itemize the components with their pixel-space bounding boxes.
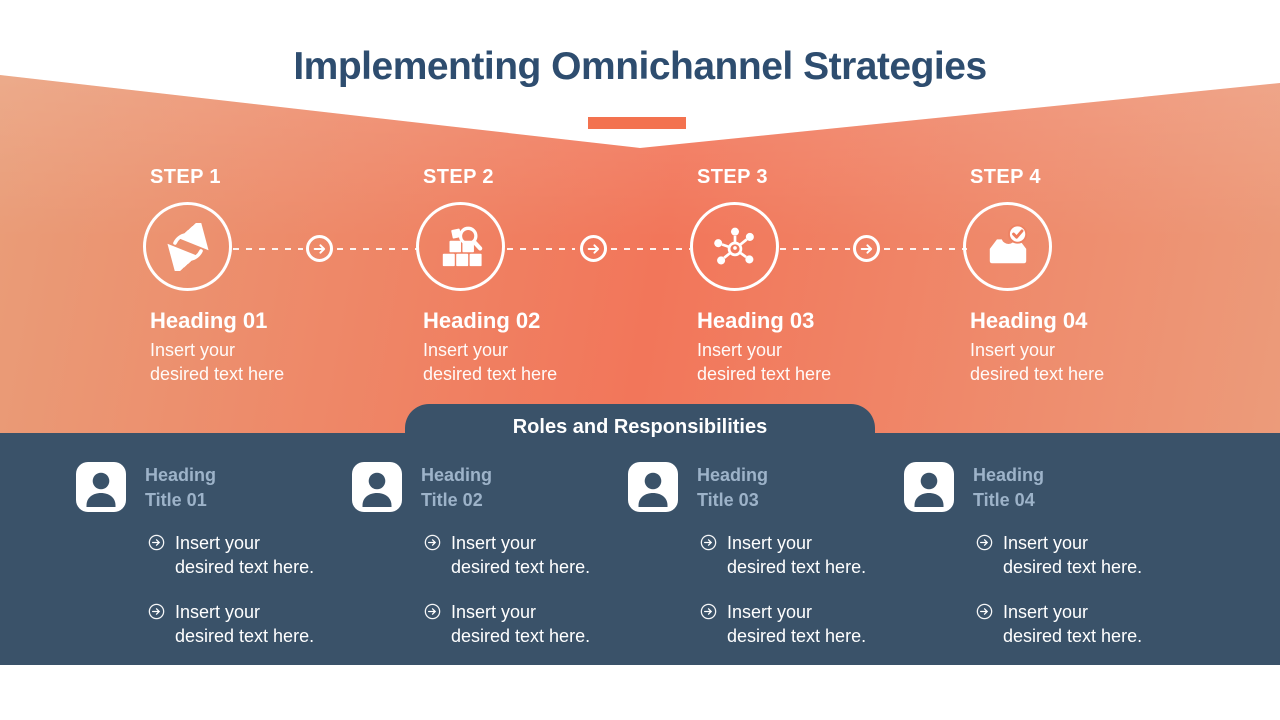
role-heading: Heading Title 03 — [697, 465, 769, 510]
connector-dash — [233, 248, 303, 251]
list-item: Insert your desired text here. — [148, 600, 342, 648]
circle-arrow-icon — [700, 534, 717, 579]
step-3: STEP 3 — [690, 166, 947, 384]
step-circle — [963, 202, 1052, 291]
bullet-text: Insert your desired text here. — [1003, 602, 1143, 646]
bullet-text: Insert your desired text here. — [451, 602, 591, 646]
arrow-circle-icon — [853, 235, 880, 262]
circle-arrow-icon — [424, 603, 441, 648]
connector-dash — [507, 248, 575, 251]
arrow-circle-icon — [580, 235, 607, 262]
person-icon — [352, 462, 402, 512]
list-item: Insert your desired text here. — [424, 600, 618, 648]
cycle-refresh-icon — [166, 222, 209, 271]
list-item: Insert your desired text here. — [700, 531, 894, 579]
list-item: Insert your desired text here. — [424, 531, 618, 579]
bullet-text: Insert your desired text here. — [727, 533, 867, 577]
bullet-text: Insert your desired text here. — [1003, 533, 1143, 577]
person-icon — [76, 462, 126, 512]
circle-arrow-icon — [976, 603, 993, 648]
role-heading: Heading Title 04 — [973, 465, 1045, 510]
list-item: Insert your desired text here. — [700, 600, 894, 648]
connector-dash — [780, 248, 850, 251]
connector-dash — [337, 248, 417, 251]
boxes-magnifier-icon — [442, 226, 482, 266]
bullet-text: Insert your desired text here. — [727, 602, 867, 646]
list-item: Insert your desired text here. — [148, 531, 342, 579]
circle-arrow-icon — [700, 603, 717, 648]
step-label: STEP 2 — [423, 166, 494, 188]
step-heading: Heading 04 — [970, 308, 1088, 333]
role-heading: Heading Title 02 — [421, 465, 493, 510]
bullet-text: Insert your desired text here. — [451, 533, 591, 577]
inbox-check-icon — [989, 223, 1027, 263]
bullet-text: Insert your desired text here. — [175, 533, 315, 577]
step-circle — [690, 202, 779, 291]
step-1: STEP 1 Heading 01 Insert your desired te… — [143, 166, 400, 384]
step-heading: Heading 03 — [697, 308, 815, 333]
role-heading: Heading Title 01 — [145, 465, 217, 510]
roles-tab: Roles and Responsibilities — [405, 404, 875, 448]
step-label: STEP 3 — [697, 166, 768, 188]
arrow-circle-icon — [306, 235, 333, 262]
connector-dash — [611, 248, 690, 251]
step-4: STEP 4 Heading 04 Insert your desired te… — [963, 166, 1220, 384]
circle-arrow-icon — [148, 603, 165, 648]
person-icon — [904, 462, 954, 512]
step-heading: Heading 01 — [150, 308, 268, 333]
circle-arrow-icon — [976, 534, 993, 579]
connector-dash — [884, 248, 967, 251]
step-heading: Heading 02 — [423, 308, 541, 333]
role-column-3: Heading Title 03 Insert your desired tex… — [628, 462, 894, 669]
list-item: Insert your desired text here. — [976, 531, 1170, 579]
step-circle — [416, 202, 505, 291]
network-hub-icon — [713, 227, 754, 264]
role-column-1: Heading Title 01 Insert your desired tex… — [76, 462, 342, 669]
circle-arrow-icon — [424, 534, 441, 579]
title-accent-bar — [588, 117, 686, 129]
step-body-text: Insert your desired text here — [423, 340, 558, 384]
circle-arrow-icon — [148, 534, 165, 579]
list-item: Insert your desired text here. — [976, 600, 1170, 648]
role-column-4: Heading Title 04 Insert your desired tex… — [904, 462, 1170, 669]
step-circle — [143, 202, 232, 291]
step-body-text: Insert your desired text here — [150, 340, 285, 384]
person-icon — [628, 462, 678, 512]
role-column-2: Heading Title 02 Insert your desired tex… — [352, 462, 618, 669]
slide-title: Implementing Omnichannel Strategies — [293, 45, 987, 88]
step-2: STEP 2 Heading 02 Insert your desired te… — [416, 166, 673, 384]
roles-title: Roles and Responsibilities — [512, 416, 768, 438]
step-body-text: Insert your desired text here — [970, 340, 1105, 384]
step-label: STEP 4 — [970, 166, 1041, 188]
step-body-text: Insert your desired text here — [697, 340, 832, 384]
bullet-text: Insert your desired text here. — [175, 602, 315, 646]
step-label: STEP 1 — [150, 166, 221, 188]
